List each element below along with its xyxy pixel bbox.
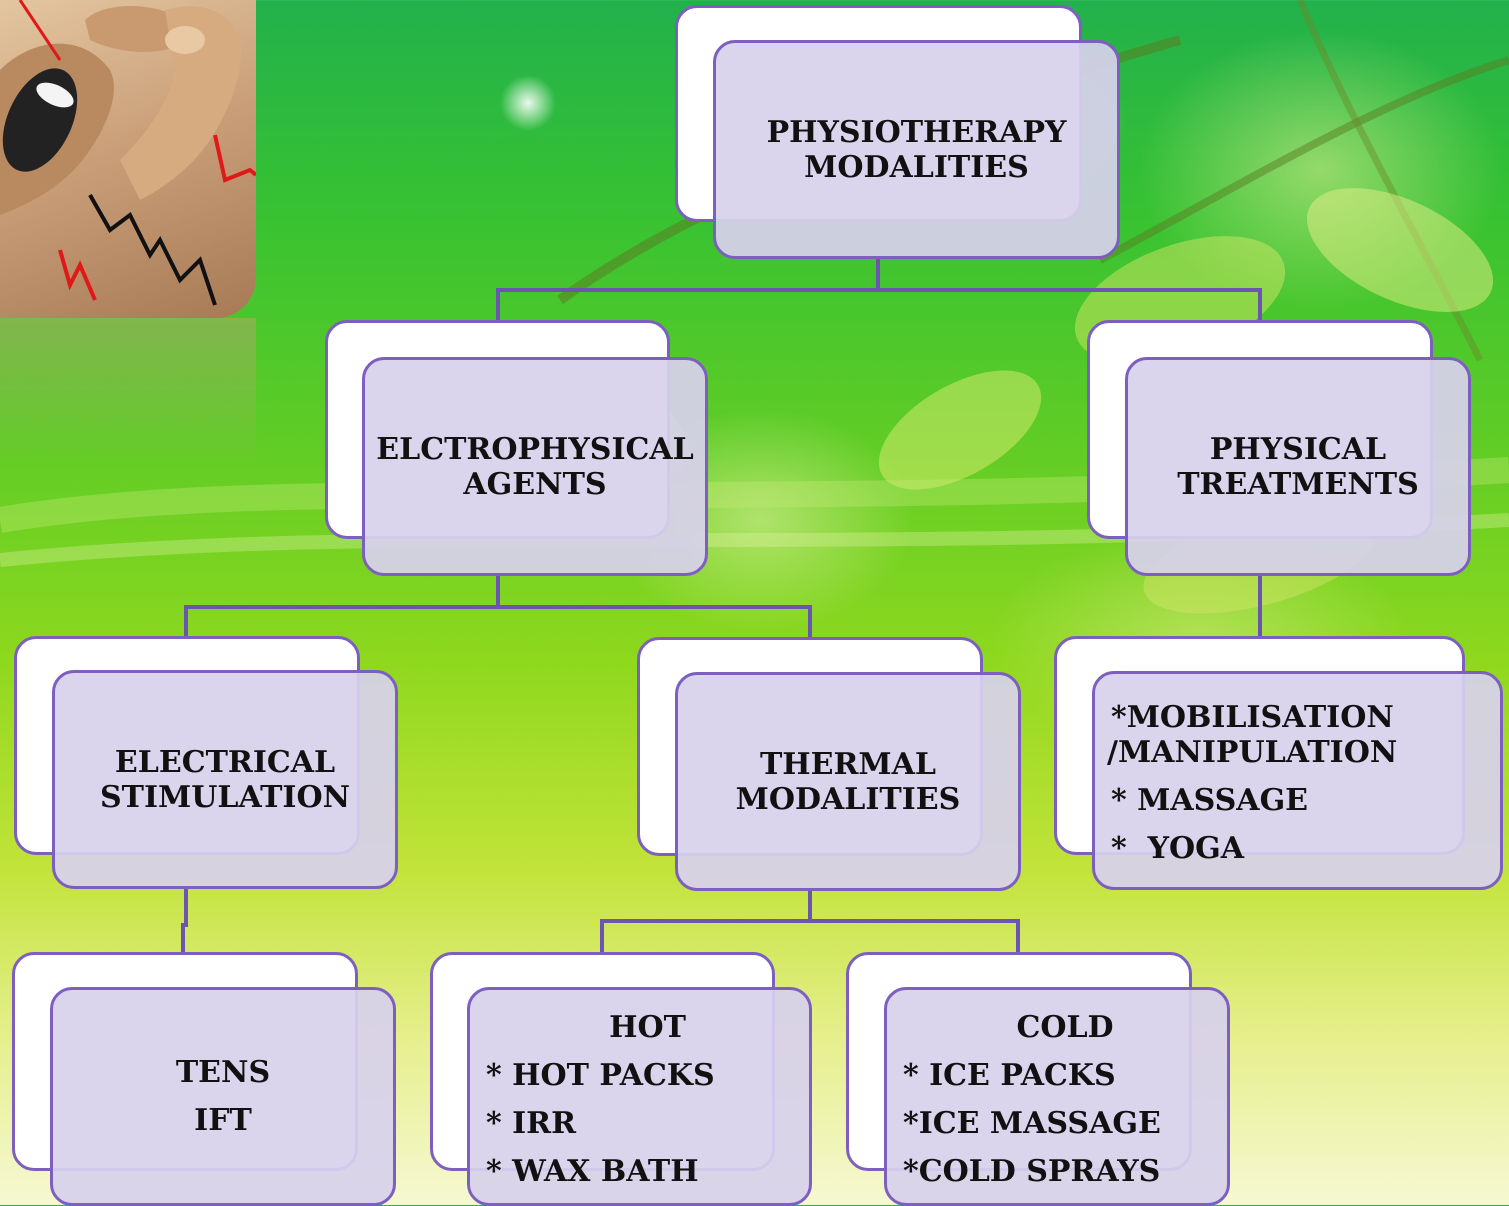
node-label-line: MODALITIES <box>736 782 961 817</box>
node-label-line: PHYSIOTHERAPY <box>767 115 1067 150</box>
node-label-line: * MASSAGE <box>1111 783 1308 818</box>
node-box: HOT * HOT PACKS * IRR * WAX BATH <box>467 987 812 1206</box>
node-label-line: PHYSICAL <box>1210 432 1386 467</box>
node-heading: COLD <box>1016 1010 1113 1045</box>
node-item: * WAX BATH <box>486 1154 699 1189</box>
node-box: ELECTRICAL STIMULATION <box>52 670 398 889</box>
node-label-line: *MOBILISATION <box>1111 700 1394 735</box>
node-box: PHYSICAL TREATMENTS <box>1125 357 1471 576</box>
node-label-line: ELCTROPHYSICAL <box>376 432 694 467</box>
node-item: * IRR <box>486 1106 576 1141</box>
node-label-line: /MANIPULATION <box>1107 735 1397 770</box>
node-heading: HOT <box>609 1010 686 1045</box>
node-box: TENS IFT <box>50 987 396 1206</box>
node-box: THERMAL MODALITIES <box>675 672 1021 891</box>
node-label-line: IFT <box>194 1103 252 1138</box>
node-label-line: STIMULATION <box>100 780 350 815</box>
node-label-line: ELECTRICAL <box>115 745 335 780</box>
node-item: *ICE MASSAGE <box>903 1106 1161 1141</box>
node-label-line: TREATMENTS <box>1177 467 1419 502</box>
node-label-line: * YOGA <box>1111 831 1244 866</box>
node-label-line: TENS <box>176 1055 270 1090</box>
node-item: *COLD SPRAYS <box>903 1154 1160 1189</box>
connector-root-children <box>498 258 1260 322</box>
node-label-line: AGENTS <box>463 467 606 502</box>
connector-electrophysical-children <box>186 575 810 639</box>
node-label-line: THERMAL <box>760 747 936 782</box>
connector-thermal-children <box>602 889 1018 952</box>
node-box: ELCTROPHYSICAL AGENTS <box>362 357 708 576</box>
node-box: PHYSIOTHERAPY MODALITIES <box>713 40 1120 259</box>
node-box: *MOBILISATION /MANIPULATION * MASSAGE * … <box>1092 671 1503 890</box>
node-item: * ICE PACKS <box>903 1058 1116 1093</box>
node-label-line: MODALITIES <box>804 150 1029 185</box>
node-item: * HOT PACKS <box>486 1058 715 1093</box>
node-box: COLD * ICE PACKS *ICE MASSAGE *COLD SPRA… <box>884 987 1230 1206</box>
connector-electrical-tens <box>183 888 186 955</box>
